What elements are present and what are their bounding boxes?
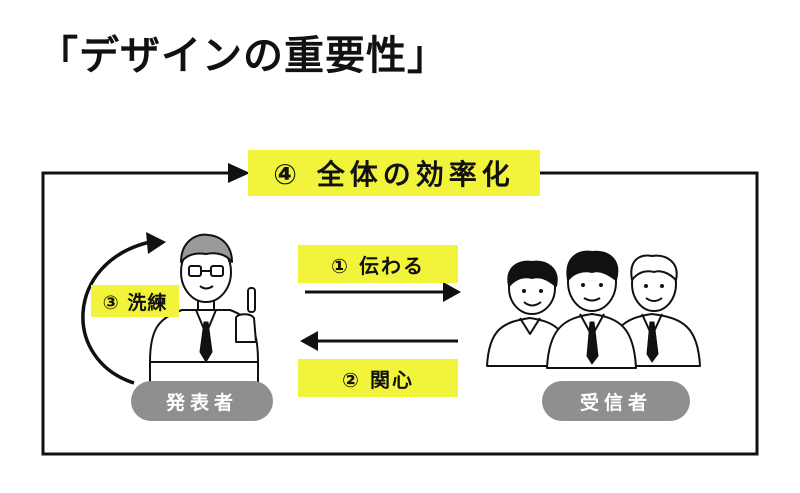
presenter-icon xyxy=(149,233,259,382)
presenter-badge: 発表者 xyxy=(131,381,273,421)
refine-label: ③ 洗練 xyxy=(91,285,179,317)
refine-loop-arrowhead xyxy=(146,232,166,254)
receivers-icon xyxy=(486,250,701,369)
send-arrow-head xyxy=(443,282,461,302)
receivers-badge: 受信者 xyxy=(542,381,690,421)
page-title: 「デザインの重要性」 xyxy=(38,33,448,79)
feedback-label: ② 関心 xyxy=(298,359,458,397)
send-label: ① 伝わる xyxy=(298,245,458,283)
refine-loop-arrow xyxy=(81,240,151,385)
cycle-label: ④ 全体の効率化 xyxy=(248,150,540,196)
feedback-arrow-head xyxy=(300,331,318,351)
cycle-frame xyxy=(41,171,759,456)
cycle-frame-arrowhead xyxy=(228,163,250,183)
